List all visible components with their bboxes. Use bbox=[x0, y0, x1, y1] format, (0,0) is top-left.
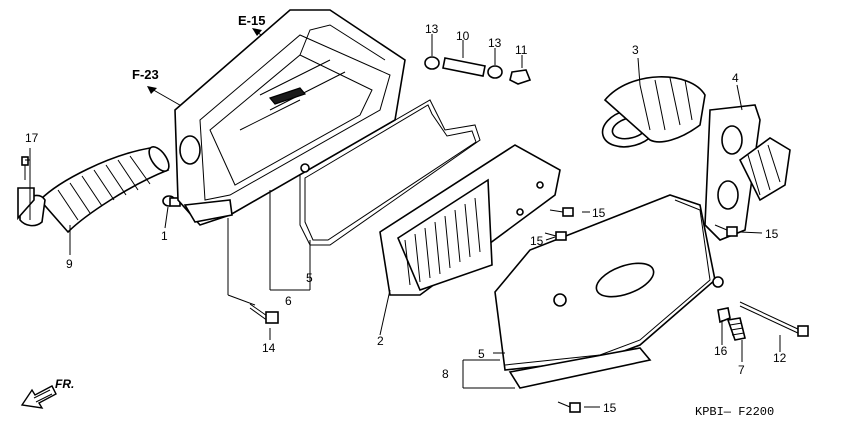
callout-11: 11 bbox=[515, 43, 528, 57]
callout-17: 17 bbox=[25, 131, 39, 145]
ref-f23-label: F-23 bbox=[132, 67, 159, 82]
callout-1: 1 bbox=[161, 229, 168, 243]
filter-element bbox=[379, 144, 561, 296]
mounting-plate bbox=[704, 104, 791, 241]
callout-15b: 15 bbox=[530, 234, 544, 248]
clip-16 bbox=[717, 307, 731, 324]
bolt-14 bbox=[249, 303, 279, 324]
hose-and-clamps bbox=[424, 56, 532, 85]
callout-2: 2 bbox=[377, 334, 384, 348]
callout-15d: 15 bbox=[603, 401, 617, 415]
callout-10: 10 bbox=[456, 29, 470, 43]
callout-5a: 5 bbox=[306, 271, 313, 285]
plug-1 bbox=[162, 195, 181, 207]
front-direction-arrow: FR. bbox=[20, 377, 74, 409]
callout-13a: 13 bbox=[425, 22, 439, 36]
callout-9: 9 bbox=[66, 257, 73, 271]
diagram-code: KPBI— F2200 bbox=[695, 405, 774, 419]
callout-15c: 15 bbox=[765, 227, 779, 241]
callout-12: 12 bbox=[773, 351, 787, 365]
screw-15-upper bbox=[549, 207, 574, 217]
callout-16: 16 bbox=[714, 344, 728, 358]
intake-funnel bbox=[601, 76, 706, 148]
callout-13b: 13 bbox=[488, 36, 502, 50]
ref-f23: F-23 bbox=[132, 67, 186, 109]
intake-duct bbox=[19, 146, 170, 234]
screw-15-middle bbox=[544, 231, 567, 241]
ref-e15-label: E-15 bbox=[238, 13, 265, 28]
callout-6: 6 bbox=[285, 294, 292, 308]
screw-15-bottom bbox=[557, 401, 581, 413]
leader-lines bbox=[25, 34, 781, 408]
callout-15a: 15 bbox=[592, 206, 606, 220]
gasket bbox=[299, 99, 481, 246]
callout-3: 3 bbox=[632, 43, 639, 57]
callout-4: 4 bbox=[732, 71, 739, 85]
callout-14: 14 bbox=[262, 341, 276, 355]
clip-7 bbox=[726, 317, 746, 341]
screw-12 bbox=[739, 301, 809, 337]
callout-7: 7 bbox=[738, 363, 745, 377]
front-direction-label: FR. bbox=[55, 377, 74, 391]
callout-5b: 5 bbox=[478, 347, 485, 361]
air-cleaner-cover bbox=[494, 194, 724, 389]
screw-15-right bbox=[714, 224, 738, 237]
air-cleaner-case bbox=[174, 9, 406, 226]
callout-8: 8 bbox=[442, 367, 449, 381]
